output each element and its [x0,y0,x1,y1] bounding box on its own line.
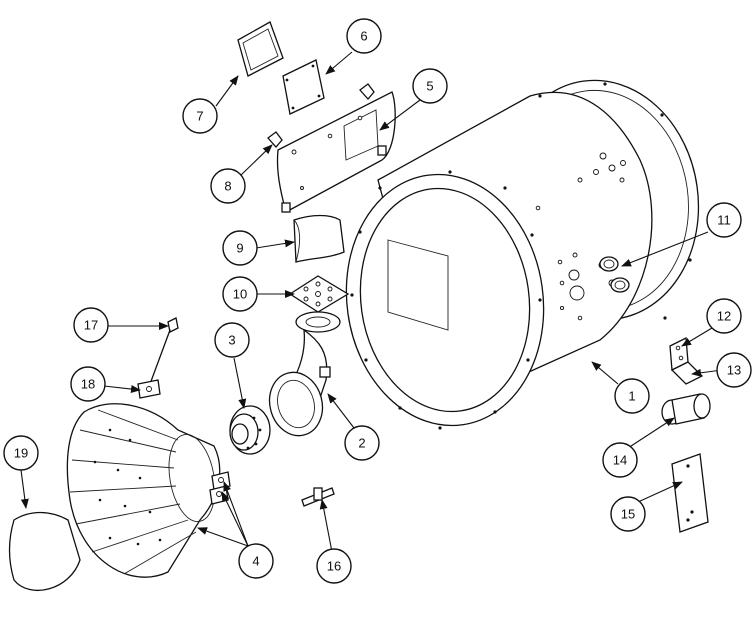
callout-label: 13 [727,363,741,378]
callout-12: 12 [706,298,742,334]
part-burner-elbow [268,311,341,437]
callout-17: 17 [73,307,109,343]
part-hinge-block [661,393,711,425]
callout-4: 4 [238,543,274,579]
part-igniter [301,487,335,507]
part-angle-bracket [669,336,704,385]
callout-label: 14 [613,453,627,468]
callout-10: 10 [222,276,258,312]
leader-lines [20,51,723,553]
callout-label: 7 [196,109,203,124]
callout-label: 12 [717,309,731,324]
callout-3: 3 [214,322,250,358]
part-electrode [149,317,179,385]
callout-6: 6 [346,18,382,54]
part-mounting-plate [671,453,709,533]
callout-16: 16 [316,548,352,584]
callout-label: 16 [327,559,341,574]
part-access-plate [282,59,325,115]
callout-label: 1 [628,389,635,404]
callout-label: 5 [426,79,433,94]
part-grommets [599,256,630,293]
callout-label: 17 [84,318,98,333]
part-cone-diffuser [66,403,231,578]
callout-5: 5 [412,68,448,104]
part-cone-shell [8,511,81,591]
part-curved-shield [293,214,345,263]
callout-9: 9 [222,230,258,266]
callout-8: 8 [210,168,246,204]
callout-label: 11 [717,213,731,228]
part-electrode-bracket [137,379,161,399]
callout-label: 10 [233,287,247,302]
callout-label: 15 [621,507,635,522]
callout-13: 13 [716,352,752,388]
callout-label: 6 [360,29,367,44]
callout-18: 18 [70,366,106,402]
callout-label: 8 [224,179,231,194]
part-cover-panel [276,91,396,213]
callout-label: 2 [358,436,365,451]
callout-label: 3 [228,333,235,348]
callout-1: 1 [614,378,650,414]
callout-label: 4 [252,554,259,569]
callout-15: 15 [610,496,646,532]
callout-2: 2 [344,425,380,461]
part-housing-cylinder [345,79,700,430]
part-gasket [237,21,284,77]
callout-label: 9 [236,241,243,256]
part-clips [267,83,375,148]
part-orifice-plate [288,275,350,313]
callout-19: 19 [3,435,39,471]
callout-14: 14 [602,442,638,478]
callout-label: 18 [81,377,95,392]
callout-7: 7 [182,98,218,134]
callout-11: 11 [706,202,742,238]
part-burner-head [229,405,271,455]
callout-label: 19 [14,446,28,461]
